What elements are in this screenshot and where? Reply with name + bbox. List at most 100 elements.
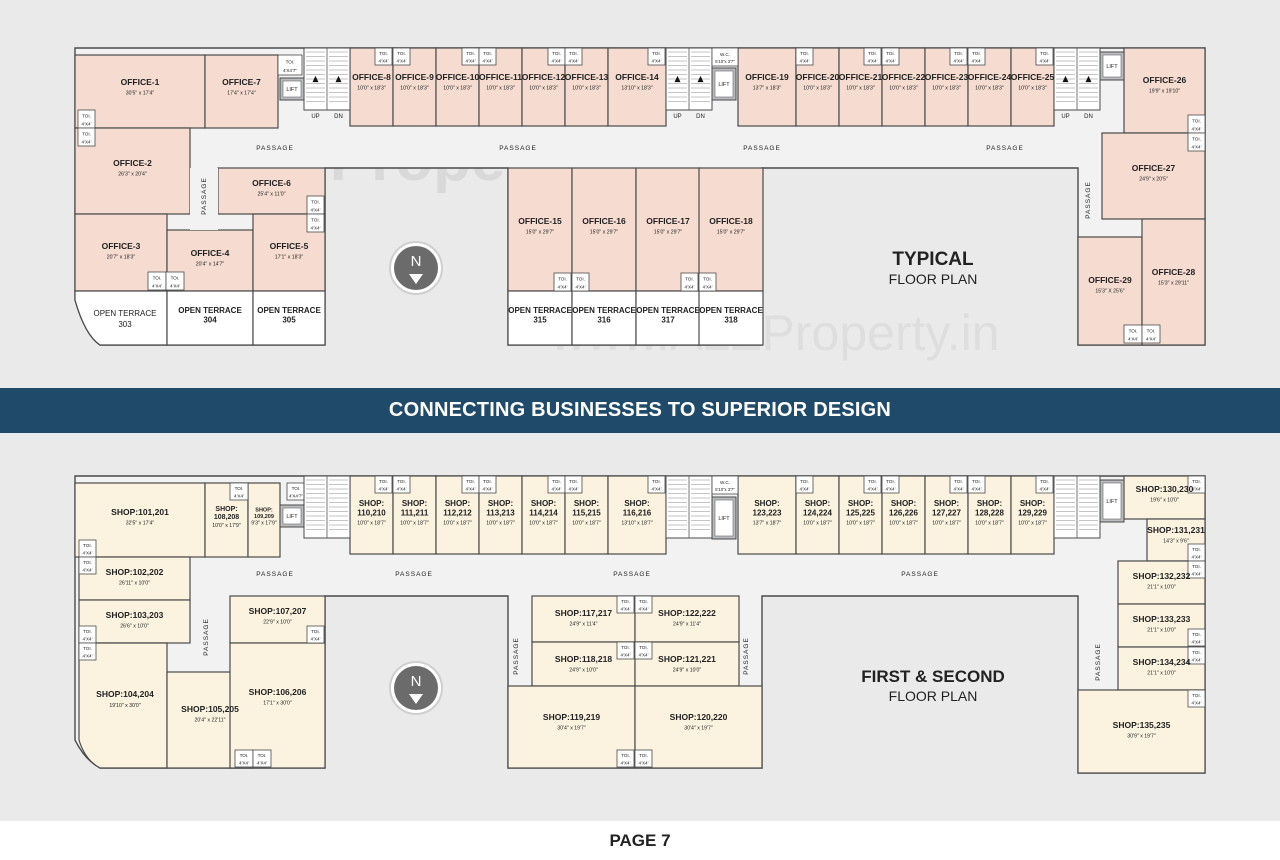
- toilet-size: 4'X4': [972, 59, 982, 64]
- toilet-block: [1187, 689, 1206, 708]
- toilet-size: 4'X4': [552, 59, 562, 64]
- office-3-name: OFFICE-3: [102, 241, 141, 251]
- toilet-block: [634, 641, 653, 660]
- toilet-label: TOI.: [483, 51, 492, 56]
- shop-115-size: 10'0" x 18'7": [572, 520, 601, 526]
- office-11-name: OFFICE-11: [479, 72, 522, 82]
- shop-113-name: 113,213: [486, 508, 515, 517]
- toilet-block: [564, 475, 583, 494]
- dn-arrow: [697, 75, 704, 83]
- terrace-305-name: 305: [282, 315, 296, 324]
- office-2-size: 26'3" x 20'4": [118, 172, 147, 178]
- toilet-size: 4'X4': [621, 607, 631, 612]
- toilet-block: [78, 556, 97, 575]
- toilet-label: TOI.: [153, 276, 162, 281]
- page-number: PAGE 7: [609, 830, 671, 850]
- toilet-label: TOI.: [569, 479, 578, 484]
- shop-125-name: 125,225: [846, 508, 875, 517]
- shop-119-room: [507, 685, 636, 769]
- toilet-size: 4'X4': [83, 654, 93, 659]
- toilet-block: [949, 475, 968, 494]
- toilet-size: 4'X4': [83, 637, 93, 642]
- compass-icon: [394, 246, 438, 290]
- toilet-label: TOI.: [558, 277, 567, 282]
- toilet-size: 4'X4': [558, 284, 568, 289]
- toilet-size: 4'X4': [257, 761, 267, 766]
- wc-label: W.C.: [720, 480, 730, 485]
- shop-110-size: 10'0" x 18'7": [357, 520, 386, 526]
- toilet-size: 4'X4': [954, 59, 964, 64]
- lift-car: [282, 80, 302, 98]
- toilet-size: 4'X4': [868, 487, 878, 492]
- lift-car: [714, 70, 734, 98]
- toilet-label: TOI.: [639, 645, 648, 650]
- typical-title: TYPICAL: [892, 249, 974, 270]
- toilet-block: [616, 595, 635, 614]
- office-26-size: 19'9" x 19'10": [1149, 89, 1180, 95]
- shop-132-size: 21'1" x 10'0": [1147, 585, 1176, 591]
- office-29-size: 15'3" X 25'6": [1095, 289, 1124, 295]
- toilet-label: TOI.: [868, 479, 877, 484]
- toilet-size: 4'X4': [83, 551, 93, 556]
- toilet-size: 4'X4': [397, 59, 407, 64]
- office-7-name: OFFICE-7: [222, 77, 261, 87]
- shop-130-name: SHOP:130,230: [1136, 484, 1194, 494]
- office-5-name: OFFICE-5: [270, 241, 309, 251]
- office-1-name: OFFICE-1: [121, 77, 160, 87]
- office-11-size: 10'0" x 18'3": [486, 86, 515, 92]
- office-4-size: 20'4" x 14'7": [196, 262, 225, 268]
- toilet-label: TOI.: [83, 629, 92, 634]
- terrace-316-name: 316: [597, 315, 611, 324]
- passage-label: PASSAGE: [395, 571, 433, 578]
- office-27-name: OFFICE-27: [1132, 163, 1176, 173]
- toilet-block: [478, 47, 497, 66]
- shop-111-name: SHOP:: [402, 499, 427, 508]
- wc-label: W.C.: [720, 52, 730, 57]
- shop-135-room: [1077, 689, 1206, 774]
- office-21-room: [838, 47, 883, 127]
- shop-107-name: SHOP:107,207: [249, 606, 307, 616]
- toilet-block: [564, 47, 583, 66]
- toilet-size: 4'X4': [639, 607, 649, 612]
- terrace-318-name: OPEN TERRACE: [699, 306, 763, 315]
- shop-111-size: 10'0" x 18'7": [400, 520, 429, 526]
- shop-122-name: SHOP:122,222: [658, 608, 716, 618]
- office-12-name: OFFICE-12: [522, 72, 566, 82]
- toilet-label: TOI.: [800, 479, 809, 484]
- toilet-label: TOI.: [954, 479, 963, 484]
- toilet-block: [306, 213, 325, 233]
- shop-112-size: 10'0" x 18'7": [443, 520, 472, 526]
- toilet-size: 4'X4': [1192, 572, 1202, 577]
- toilet-block: [165, 271, 185, 291]
- office-17-name: OFFICE-17: [646, 216, 690, 226]
- shop-120-room: [634, 685, 763, 769]
- office-22-name: OFFICE-22: [882, 72, 926, 82]
- toilet-size: 4'X4': [1192, 701, 1202, 706]
- toilet-size: 4'X4': [483, 59, 493, 64]
- terrace-305-name: OPEN TERRACE: [257, 306, 321, 315]
- office-25-size: 10'0" x 18'3": [1018, 86, 1047, 92]
- office-23-name: OFFICE-23: [925, 72, 969, 82]
- office-24-size: 10'0" x 18'3": [975, 86, 1004, 92]
- shop-108-size: 10'0" x 17'9": [212, 523, 241, 529]
- up-arrow: [674, 75, 681, 83]
- compass-arrow: [409, 274, 423, 284]
- passage-label: PASSAGE: [613, 571, 651, 578]
- terrace-303-room: [74, 290, 168, 346]
- compass-icon: [394, 666, 438, 710]
- office-20-size: 10'0" x 18'3": [803, 86, 832, 92]
- shop-123-name: 123,223: [753, 508, 782, 517]
- toilet-block: [881, 475, 900, 494]
- shop-112-name: SHOP:: [445, 499, 470, 508]
- terrace-303-num: 303: [118, 320, 132, 329]
- shop-103-room: [78, 599, 191, 644]
- toilet-label: TOI.: [466, 51, 475, 56]
- shop-123-room: [737, 475, 797, 555]
- shop-109-size: 9'3" x 17'9": [251, 521, 277, 527]
- toilet-block: [392, 475, 411, 494]
- toilet-label: TOI.: [1192, 119, 1201, 124]
- fixtures-layer: TOI. 4'X4' TOI. 4'X4' TOI. 4'X4' TOI. 4'X4' TOI.…: [77, 47, 1206, 768]
- toilet-label: TOI.: [868, 51, 877, 56]
- wc-size: 5'10"x 3'7": [715, 59, 735, 64]
- toilet-label: TOI.: [379, 51, 388, 56]
